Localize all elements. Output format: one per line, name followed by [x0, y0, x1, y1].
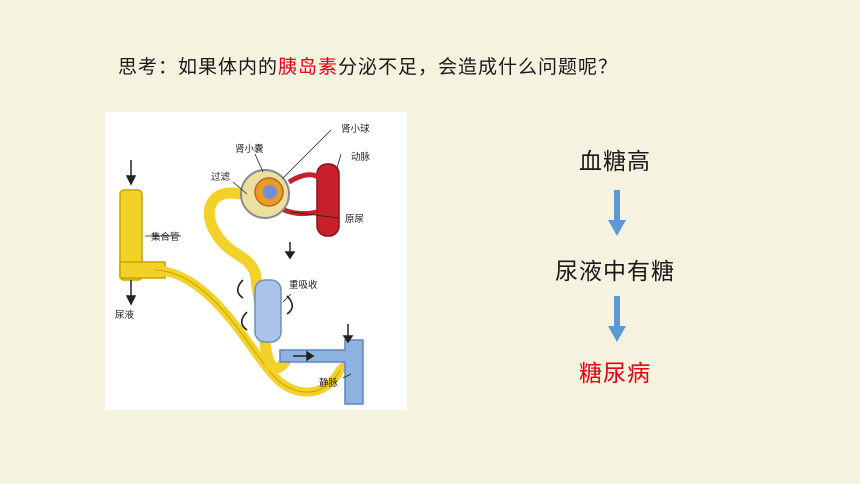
proximal-tubule	[203, 187, 291, 374]
down-arrow-icon	[608, 190, 626, 236]
label-reabsorption: 重吸收	[289, 279, 318, 291]
question-suffix: 分泌不足，会造成什么问题呢？	[338, 56, 619, 78]
label-capsule: 肾小囊	[235, 143, 264, 155]
flow-step-diabetes: 糖尿病	[579, 361, 651, 387]
label-vein: 静脉	[319, 377, 339, 389]
insulin-highlight: 胰岛素	[278, 56, 339, 78]
label-primary-urine: 原尿	[345, 214, 365, 225]
tubule-loop-outline	[154, 269, 341, 393]
artery-vessel	[316, 163, 340, 237]
label-urine: 尿液	[115, 309, 135, 321]
vein-vessel	[279, 339, 364, 405]
nephron-diagram: 肾小球 肾小囊 动脉 过滤 原尿 集合管 重吸收 尿液 静脉	[105, 112, 407, 410]
question-text: 思考：如果体内的胰岛素分泌不足，会造成什么问题呢？	[118, 52, 618, 79]
down-arrow-icon	[608, 296, 626, 342]
label-glomerulus: 肾小球	[341, 123, 370, 135]
label-collecting-duct: 集合管	[151, 231, 180, 243]
capillary-network	[254, 279, 282, 343]
label-artery: 动脉	[351, 151, 371, 163]
flow-step-high-blood-sugar: 血糖高	[579, 149, 651, 175]
question-prefix: 思考：如果体内的	[118, 56, 279, 78]
label-filtration: 过滤	[211, 171, 231, 183]
flow-step-sugar-in-urine: 尿液中有糖	[555, 259, 675, 285]
